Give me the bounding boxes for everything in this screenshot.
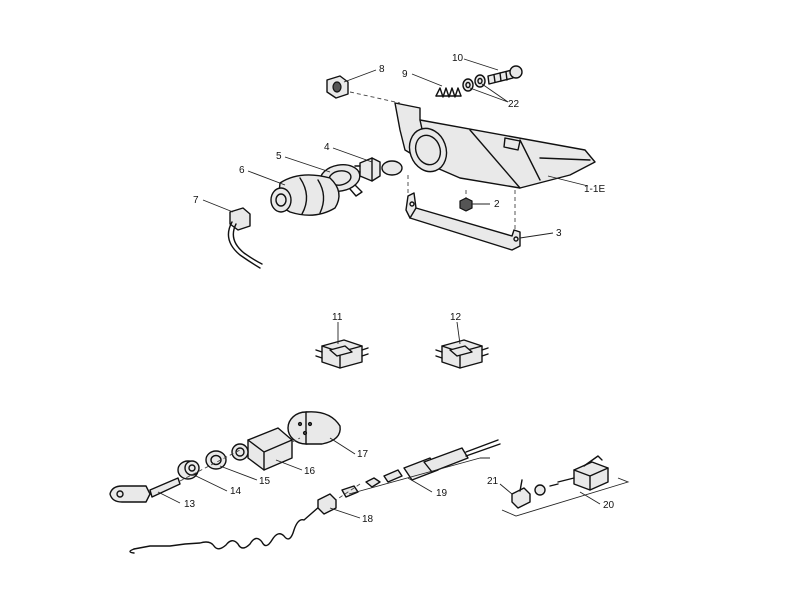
callout-17: 17 xyxy=(357,449,369,460)
callout-1-1e: 1-1E xyxy=(584,184,605,195)
wire-connector xyxy=(227,207,263,269)
callout-labels: 1-1E 2 3 4 5 6 7 8 9 10 11 12 13 14 15 1… xyxy=(184,53,615,525)
callout-12: 12 xyxy=(450,312,462,323)
washers xyxy=(462,74,486,92)
callout-3: 3 xyxy=(556,228,562,239)
callout-13: 13 xyxy=(184,499,196,510)
toggle-switch-small xyxy=(511,479,546,509)
nut xyxy=(459,197,473,212)
switch-nut xyxy=(177,460,200,480)
toggle-switch xyxy=(549,455,609,491)
socket-boot xyxy=(270,174,340,216)
callout-15: 15 xyxy=(259,476,271,487)
rubber-grommet xyxy=(326,75,349,99)
wire-harness xyxy=(365,439,501,488)
callout-6: 6 xyxy=(239,165,245,176)
headlight-housing xyxy=(394,102,596,189)
tether-cord xyxy=(129,485,359,554)
assembly-lines-upper xyxy=(349,91,516,232)
switch-12 xyxy=(435,339,489,369)
adjuster-spring xyxy=(435,87,462,98)
adjusting-screw xyxy=(487,65,523,85)
callout-16: 16 xyxy=(304,466,316,477)
ignition-key xyxy=(109,477,181,503)
callout-5: 5 xyxy=(276,151,282,162)
callout-18: 18 xyxy=(362,514,374,525)
callout-9: 9 xyxy=(402,69,408,80)
callout-7: 7 xyxy=(193,195,199,206)
leader-lines xyxy=(157,58,630,519)
headlight-bulb xyxy=(354,157,403,182)
switch-cover xyxy=(287,411,341,445)
mounting-bracket xyxy=(405,192,521,251)
callout-11: 11 xyxy=(332,312,343,323)
callout-21: 21 xyxy=(487,476,499,487)
switch-ring xyxy=(205,450,227,470)
callout-14: 14 xyxy=(230,486,242,497)
callout-22: 22 xyxy=(508,99,520,110)
callout-20: 20 xyxy=(603,500,615,511)
callout-2: 2 xyxy=(494,199,500,210)
switch-11 xyxy=(315,339,369,369)
callout-8: 8 xyxy=(379,64,385,75)
assembly-lines-lower xyxy=(179,437,361,501)
callout-19: 19 xyxy=(436,488,448,499)
callout-10: 10 xyxy=(452,53,464,64)
callout-4: 4 xyxy=(324,142,330,153)
ignition-switch xyxy=(231,427,293,471)
